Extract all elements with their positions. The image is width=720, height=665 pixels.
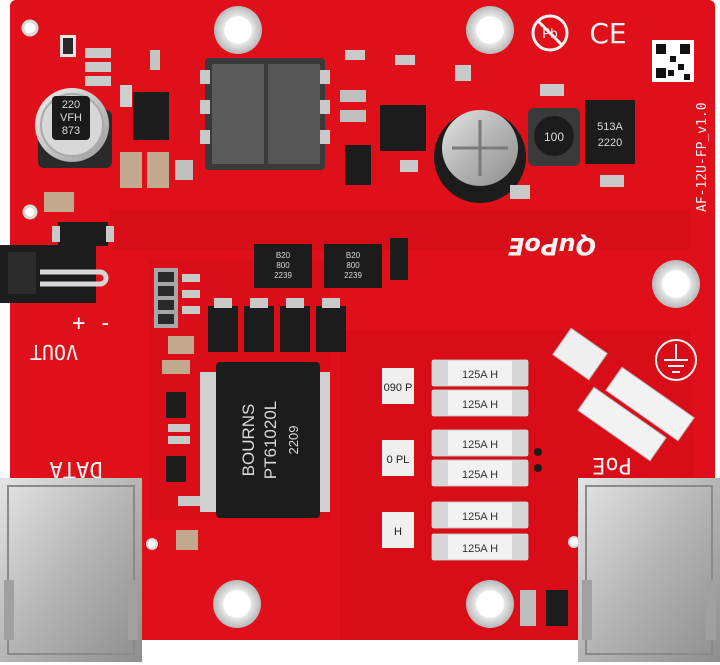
poe-label: PoE [592,452,632,477]
power-inductor [200,58,330,170]
smd-cluster-top-middle [340,50,471,185]
mounting-hole-right [652,260,700,308]
fuse-5: 125A H [431,501,529,529]
smd-part [147,152,169,188]
gdt-1: 090 P [382,368,414,404]
via-hole [21,19,39,37]
angled-fuse-2 [605,366,695,442]
fuse-3: 125A H [431,429,529,457]
plus-minus-label: + - [72,311,112,336]
bridge-diode-2: B20 800 2239 [324,244,382,288]
pcb-trace-area [110,210,690,250]
test-point [534,464,542,472]
small-diode [390,238,408,280]
fuse-5-rating: 125A H [462,511,498,523]
vout-label: VOUT [30,340,78,364]
inductor-marking: 100 [544,130,564,144]
lead-free-symbol: Pb [531,14,569,52]
smd-part [44,192,74,212]
diode-row [208,298,346,352]
smd-part [600,175,624,187]
smd-part [168,424,190,432]
mounting-hole-top-mid [466,6,514,54]
small-ic [166,456,186,482]
ic-513a-line1: 513A [597,121,623,133]
transformer-brand: BOURNS [239,404,258,477]
inductor-100: 100 [528,108,580,166]
model-label: AF-12U-FP_v1.0 [695,102,710,212]
test-point [534,448,542,456]
diode-1-line2: 800 [276,261,290,270]
smd-part [520,590,536,626]
mounting-hole-bottom-mid [466,580,514,628]
fuse-3-rating: 125A H [462,439,498,451]
brand-label: QuPoE [507,232,596,260]
diode-2-line2: 800 [346,261,360,270]
pb-label: Pb [542,27,558,42]
electrolytic-capacitor-220uf: 220 VFH 873 [35,88,112,168]
mounting-hole-bottom-left [213,580,261,628]
small-ic [133,92,169,140]
fuse-6-rating: 125A H [462,543,498,555]
fuse-1: 125A H [431,359,529,387]
fuse-2-rating: 125A H [462,399,498,411]
electrolytic-capacitor-large [434,110,526,203]
angled-fuse-3 [577,386,667,462]
bridge-diode-1: B20 800 2239 [254,244,312,288]
smd-part [176,530,198,550]
diode-2-line3: 2239 [344,271,362,280]
smd-part [546,590,568,626]
diode-left [52,222,114,246]
gdt-3-label: H [394,526,402,538]
gdt-3: H [382,512,414,548]
fuse-2: 125A H [431,389,529,417]
cap-marking-line1: 220 [62,99,80,111]
via-hole [568,536,580,548]
diode-1-line1: B20 [276,251,291,260]
data-label: DATA [50,456,103,481]
rj45-data-port [0,478,142,662]
fuse-4: 125A H [431,459,529,487]
diode-1-line3: 2239 [274,271,292,280]
small-ic [166,392,186,418]
via-hole [146,538,158,550]
smd-part [120,152,142,188]
rj45-poe-port [578,478,720,662]
smd-part [162,360,190,374]
smd-part [175,160,193,180]
gdt-2: 0 PL [382,440,414,476]
smd-part [168,336,194,354]
ce-mark: CE [589,17,626,50]
transformer-part: PT61020L [261,401,280,479]
transformer-code: 2209 [286,426,301,455]
cap-marking-line3: 873 [62,125,80,137]
smd-cluster-top-left [60,35,160,107]
ic-513a: 513A 2220 [585,100,635,164]
fuse-1-rating: 125A H [462,369,498,381]
fuse-4-rating: 125A H [462,469,498,481]
cap-marking-line2: VFH [60,112,82,124]
fuse-6: 125A H [431,533,529,561]
smd-part [168,436,190,444]
ground-symbol [655,339,697,381]
gdt-1-label: 090 P [384,382,413,394]
qr-code-label [652,40,694,82]
angled-part-1 [552,327,608,381]
smd-part [178,496,200,506]
via-hole [22,204,38,220]
smd-part [540,84,564,96]
smd-part [510,185,530,199]
bourns-transformer: BOURNS PT61020L 2209 [200,362,330,518]
gdt-2-label: 0 PL [387,454,410,466]
diode-2-line1: B20 [346,251,361,260]
dc-jack-vout [0,245,109,303]
resistor-array [154,268,200,328]
mounting-hole-top-left [214,6,262,54]
ic-513a-line2: 2220 [598,137,622,149]
